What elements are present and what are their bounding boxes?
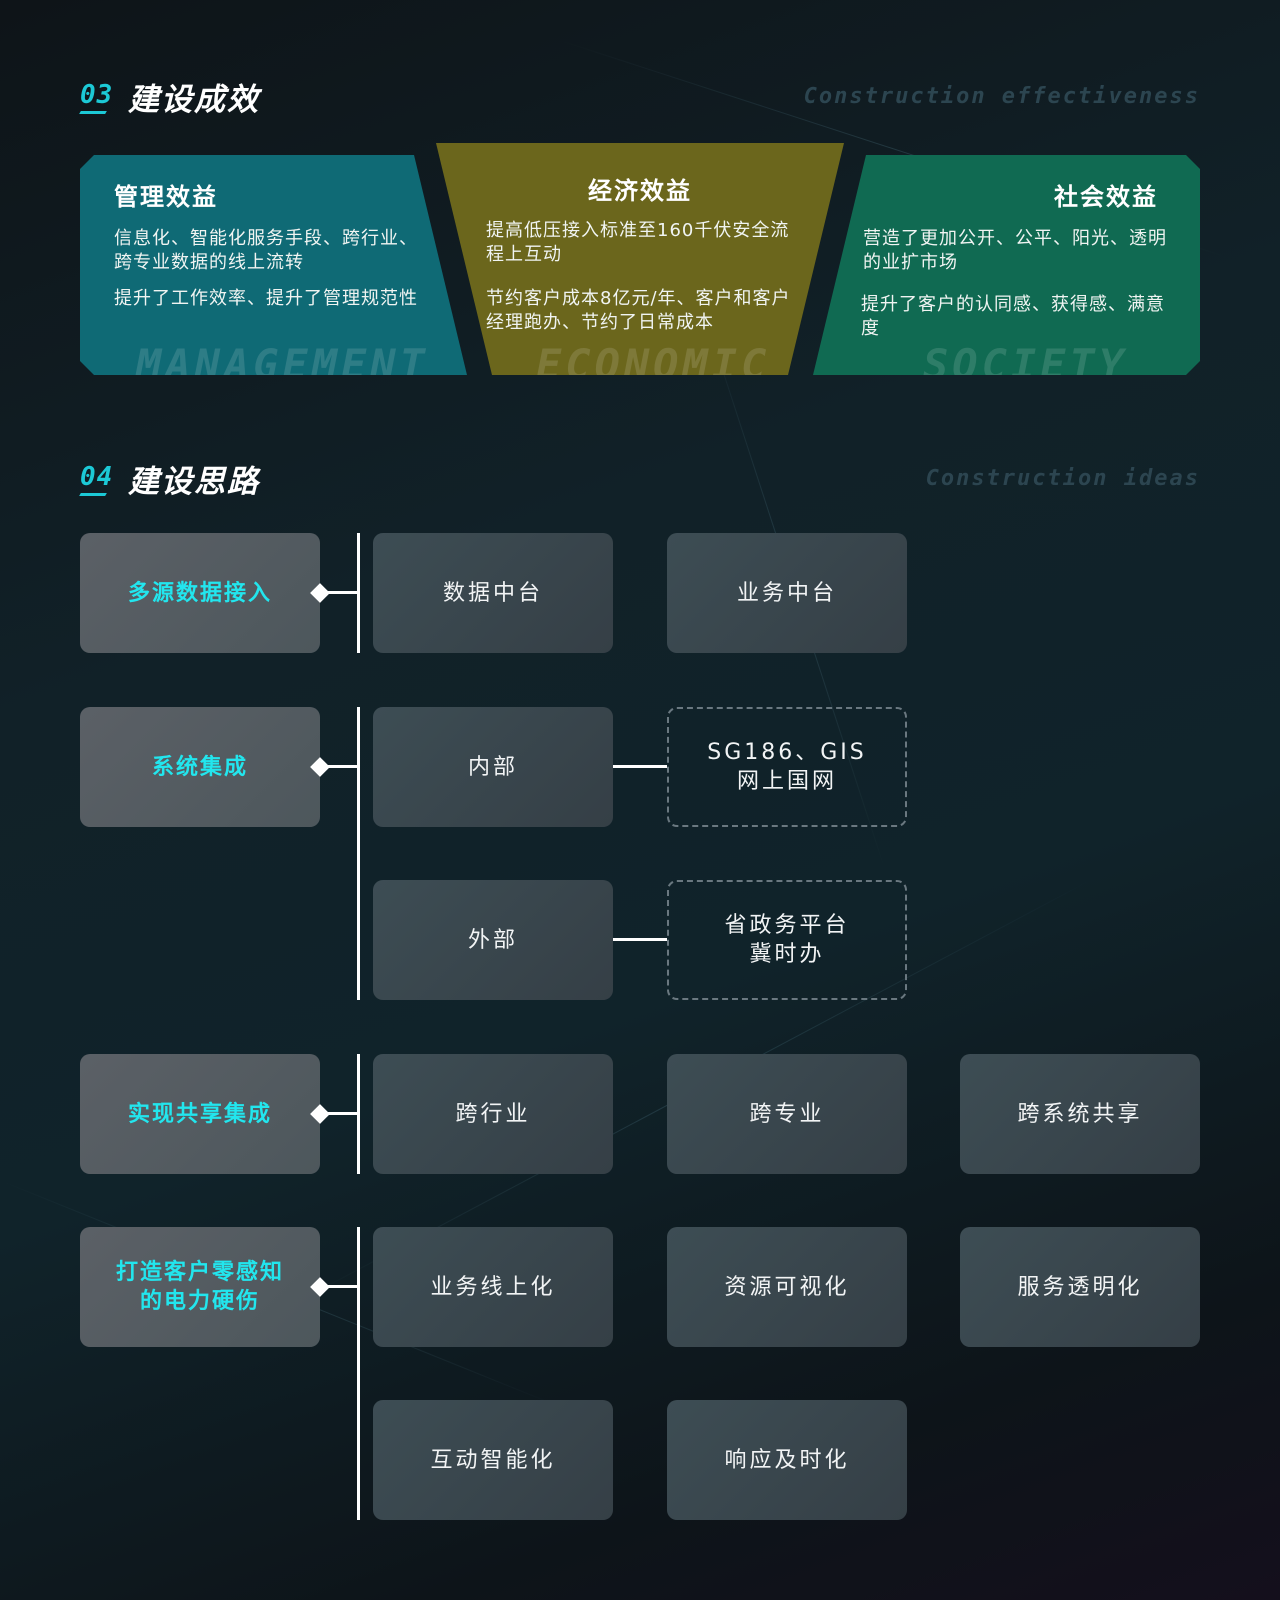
section-header-effectiveness: 03 建设成效 Construction effectiveness [80, 74, 1200, 124]
root-node: 多源数据接入 [80, 533, 320, 653]
root-node: 实现共享集成 [80, 1054, 320, 1174]
idea-node: 服务透明化 [960, 1227, 1200, 1347]
detail-node: 省政务平台 冀时办 [667, 880, 907, 1000]
connector [320, 1112, 358, 1115]
panel-title: 经济效益 [588, 177, 692, 205]
detail-connector [613, 765, 667, 768]
panel-title: 社会效益 [1054, 183, 1158, 211]
effectiveness-panels: 管理效益 信息化、智能化服务手段、跨行业、跨专业数据的线上流转 提升了工作效率、… [80, 143, 1200, 375]
panel-text: 提升了工作效率、提升了管理规范性 [114, 288, 418, 309]
panel-management: 管理效益 信息化、智能化服务手段、跨行业、跨专业数据的线上流转 提升了工作效率、… [80, 155, 467, 375]
branch-line [357, 1054, 360, 1174]
idea-node: 外部 [373, 880, 613, 1000]
branch-line [357, 707, 360, 1000]
panel-watermark: SOCIETY [923, 340, 1129, 375]
connector [320, 1285, 358, 1288]
section-subtitle-en: Construction effectiveness [803, 84, 1200, 109]
section-header-ideas: 04 建设思路 Construction ideas [80, 456, 1200, 506]
idea-node: 内部 [373, 707, 613, 827]
idea-node: 数据中台 [373, 533, 613, 653]
connector [320, 765, 358, 768]
detail-connector [613, 938, 667, 941]
panel-text: 信息化、智能化服务手段、跨行业、跨专业数据的线上流转 [114, 228, 418, 273]
section-number: 03 [80, 80, 114, 110]
root-node: 系统集成 [80, 707, 320, 827]
panel-society: 社会效益 营造了更加公开、公平、阳光、透明的业扩市场 提升了客户的认同感、获得感… [813, 155, 1200, 375]
panel-text: 提高低压接入标准至160千伏安全流程上互动 [486, 220, 790, 265]
section-subtitle-en: Construction ideas [925, 466, 1200, 491]
idea-node: 跨专业 [667, 1054, 907, 1174]
panel-text: 节约客户成本8亿元/年、客户和客户经理跑办、节约了日常成本 [486, 288, 791, 333]
branch-line [357, 1227, 360, 1520]
panel-watermark: MANAGEMENT [136, 340, 429, 375]
branch-line [357, 533, 360, 653]
connector [320, 591, 358, 594]
panel-watermark: ECONOMIC [536, 340, 771, 375]
section-title: 建设成效 [128, 82, 260, 118]
panel-text: 提升了客户的认同感、获得感、满意度 [861, 294, 1165, 339]
panel-text: 营造了更加公开、公平、阳光、透明的业扩市场 [863, 228, 1167, 273]
idea-node: 响应及时化 [667, 1400, 907, 1520]
panel-title: 管理效益 [114, 183, 218, 211]
section-title: 建设思路 [128, 464, 260, 500]
idea-node: 资源可视化 [667, 1227, 907, 1347]
idea-node: 跨系统共享 [960, 1054, 1200, 1174]
idea-node: 业务线上化 [373, 1227, 613, 1347]
panel-economic: 经济效益 提高低压接入标准至160千伏安全流程上互动 节约客户成本8亿元/年、客… [436, 143, 844, 375]
idea-node: 跨行业 [373, 1054, 613, 1174]
root-node: 打造客户零感知 的电力硬伤 [80, 1227, 320, 1347]
section-number: 04 [80, 462, 114, 492]
detail-node: SG186、GIS 网上国网 [667, 707, 907, 827]
idea-node: 业务中台 [667, 533, 907, 653]
idea-node: 互动智能化 [373, 1400, 613, 1520]
